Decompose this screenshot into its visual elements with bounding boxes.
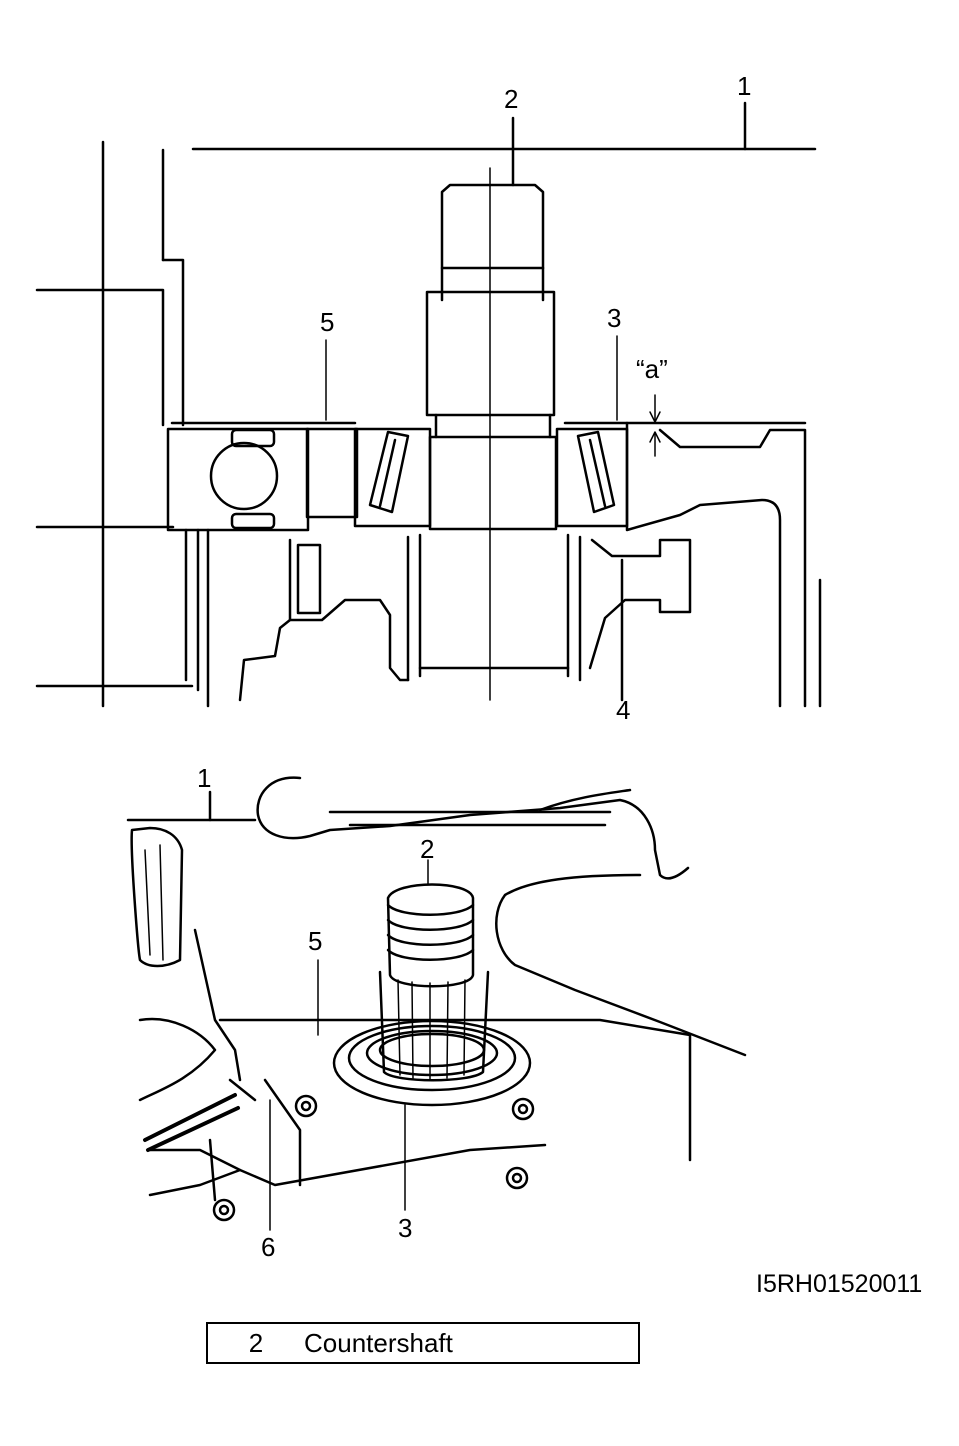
legend-box: 2 Countershaft xyxy=(206,1322,640,1364)
callout-1-bottom: 1 xyxy=(197,763,211,793)
legend-text: Countershaft xyxy=(304,1327,453,1358)
callout-3-bottom: 3 xyxy=(398,1213,412,1243)
figure-code: I5RH01520011 xyxy=(756,1270,923,1298)
callout-5-bottom: 5 xyxy=(308,926,322,956)
callout-2-top: 2 xyxy=(504,84,518,114)
legend-number: 2 xyxy=(248,1327,264,1358)
callout-3-top: 3 xyxy=(607,303,621,333)
cross-section-drawing xyxy=(35,101,822,708)
callout-4-top: 4 xyxy=(616,695,630,725)
callout-6-bottom: 6 xyxy=(261,1232,275,1262)
callout-2-bottom: 2 xyxy=(420,834,434,864)
gap-label-a: “a” xyxy=(636,354,668,384)
callout-5-top: 5 xyxy=(320,307,334,337)
callout-1-top: 1 xyxy=(737,71,751,101)
installation-illustration xyxy=(126,776,747,1231)
